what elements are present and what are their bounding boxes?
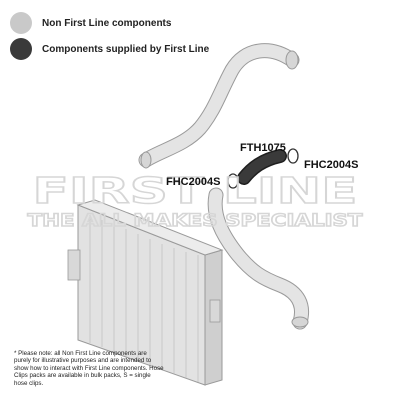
legend: Non First Line components Components sup…	[10, 10, 209, 62]
watermark-brand: FIRST LINE	[33, 171, 358, 212]
legend-label-first-line: Components supplied by First Line	[42, 43, 210, 55]
label-fhc2004s-right: FHC2004S	[304, 159, 358, 171]
hose-clip-right-icon	[287, 148, 299, 164]
legend-item-first-line: Components supplied by First Line	[10, 36, 209, 62]
dark-circle-icon	[10, 38, 32, 60]
label-fth1075: FTH1075	[240, 142, 286, 154]
hose-clip-left-icon	[227, 173, 239, 189]
lower-pipe	[207, 187, 310, 330]
intercooler	[67, 199, 224, 386]
legend-item-non-first-line: Non First Line components	[10, 10, 209, 36]
hose-fth1075	[237, 149, 287, 185]
watermark-tagline: THE ALL MAKES SPECIALIST	[28, 211, 364, 231]
grey-circle-icon	[10, 12, 32, 34]
footnote: * Please note: all Non First Line compon…	[14, 350, 164, 387]
legend-label-non-first-line: Non First Line components	[42, 17, 172, 29]
label-fhc2004s-left: FHC2004S	[166, 176, 220, 188]
upper-intake-pipe	[138, 43, 300, 169]
